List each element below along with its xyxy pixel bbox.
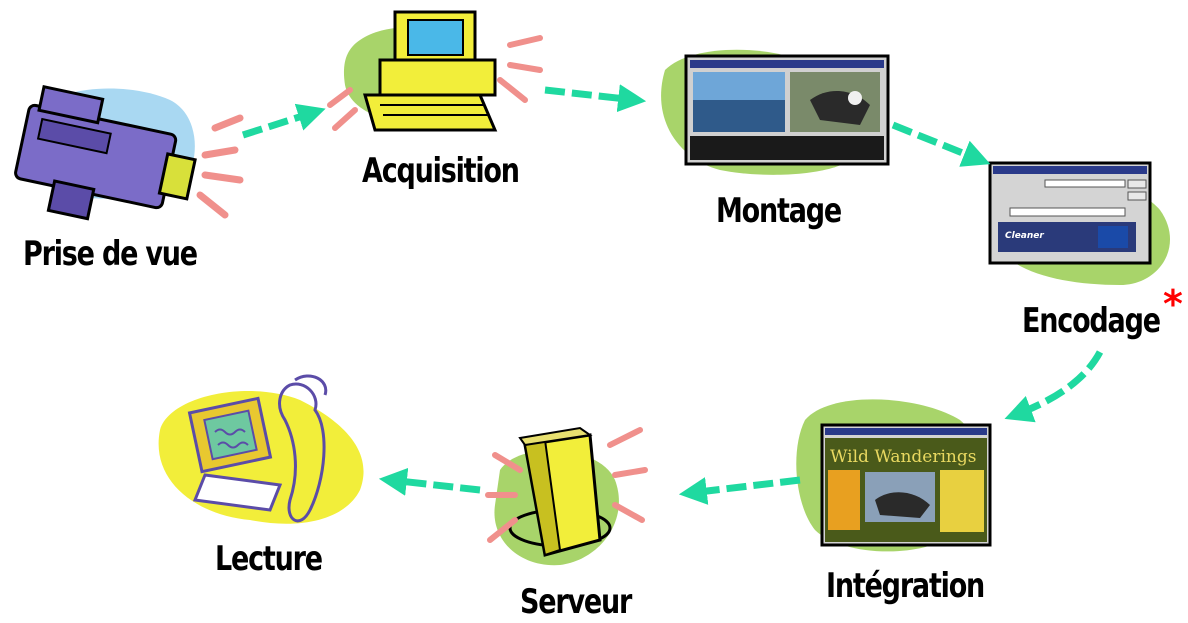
arrow-encoder-to-webpage bbox=[1004, 350, 1104, 423]
flow-arrows bbox=[241, 84, 1104, 505]
reader-icon bbox=[158, 374, 364, 524]
webpage-title-text: Wild Wanderings bbox=[830, 447, 976, 467]
label-prise-de-vue: Prise de vue bbox=[23, 235, 198, 274]
webpage-screenshot: Wild Wanderings bbox=[796, 399, 992, 552]
arrow-computer-to-editing bbox=[544, 84, 647, 113]
camera-sparks bbox=[196, 114, 244, 219]
server-icon bbox=[485, 426, 648, 566]
label-lecture: Lecture bbox=[215, 540, 323, 579]
encoder-brand-text: Cleaner bbox=[1005, 231, 1044, 241]
arrow-webpage-to-server bbox=[678, 476, 801, 505]
label-serveur: Serveur bbox=[520, 583, 632, 622]
arrow-camera-to-computer bbox=[241, 103, 326, 139]
arrow-editing-to-encoder bbox=[891, 121, 991, 167]
computer-icon bbox=[327, 10, 543, 132]
editing-screenshot bbox=[661, 49, 890, 175]
label-encodage: Encodage bbox=[1022, 302, 1161, 341]
arrow-server-to-reader bbox=[378, 467, 481, 496]
label-integration: Intégration bbox=[826, 567, 985, 606]
camera-icon bbox=[14, 84, 244, 221]
label-acquisition: Acquisition bbox=[362, 152, 520, 191]
encoder-screenshot: Cleaner bbox=[988, 161, 1171, 285]
encodage-asterisk: * bbox=[1163, 282, 1183, 326]
label-montage: Montage bbox=[716, 192, 842, 231]
